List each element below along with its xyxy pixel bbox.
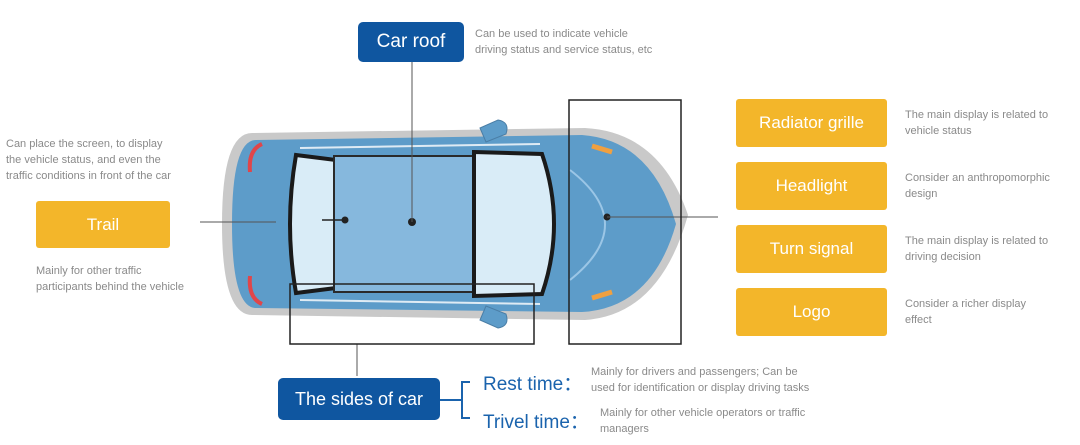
- tail-light-top: [247, 142, 263, 173]
- trail-label: Trail: [36, 201, 170, 248]
- rest-time-label: Rest time：: [483, 374, 583, 395]
- sides-frame: [289, 283, 535, 345]
- headlight-top: [591, 143, 613, 155]
- turn-signal-label: Turn signal: [736, 225, 887, 273]
- trail-top-desc: Can place the screen, to display the veh…: [6, 138, 171, 182]
- radiator-grille-label: Radiator grille: [736, 99, 887, 147]
- tail-light-bottom: [247, 275, 263, 306]
- rear-window: [288, 152, 338, 296]
- turn-signal-desc: The main display is related to driving d…: [905, 235, 1049, 263]
- radiator-grille-desc: The main display is related to vehicle s…: [905, 109, 1049, 137]
- trail-bottom-desc: Mainly for other traffic participants be…: [36, 265, 184, 293]
- travel-time-label: Trivel time：: [483, 412, 589, 433]
- headlight-label: Headlight: [736, 162, 887, 210]
- hood-highlight: [569, 169, 606, 281]
- travel-time-desc: Mainly for other vehicle operators or tr…: [600, 407, 806, 435]
- roof-panel: [333, 155, 479, 293]
- sides-bracket: [461, 381, 470, 419]
- rest-time-desc: Mainly for drivers and passengers; Can b…: [591, 366, 810, 394]
- mirror-bottom: [479, 305, 508, 329]
- headlight-bottom: [591, 289, 613, 301]
- mirror-top: [479, 119, 508, 143]
- door-line-bottom: [299, 299, 541, 305]
- front-frame: [568, 99, 682, 345]
- logo-desc: Consider a richer display effect: [905, 298, 1027, 326]
- sides-of-car-label: The sides of car: [278, 378, 440, 420]
- car-roof-desc: Can be used to indicate vehicle driving …: [475, 28, 653, 56]
- windshield: [472, 149, 556, 299]
- car-roof-label: Car roof: [358, 22, 464, 62]
- logo-label: Logo: [736, 288, 887, 336]
- door-line-top: [299, 143, 541, 149]
- headlight-desc: Consider an anthropomorphic design: [905, 172, 1050, 200]
